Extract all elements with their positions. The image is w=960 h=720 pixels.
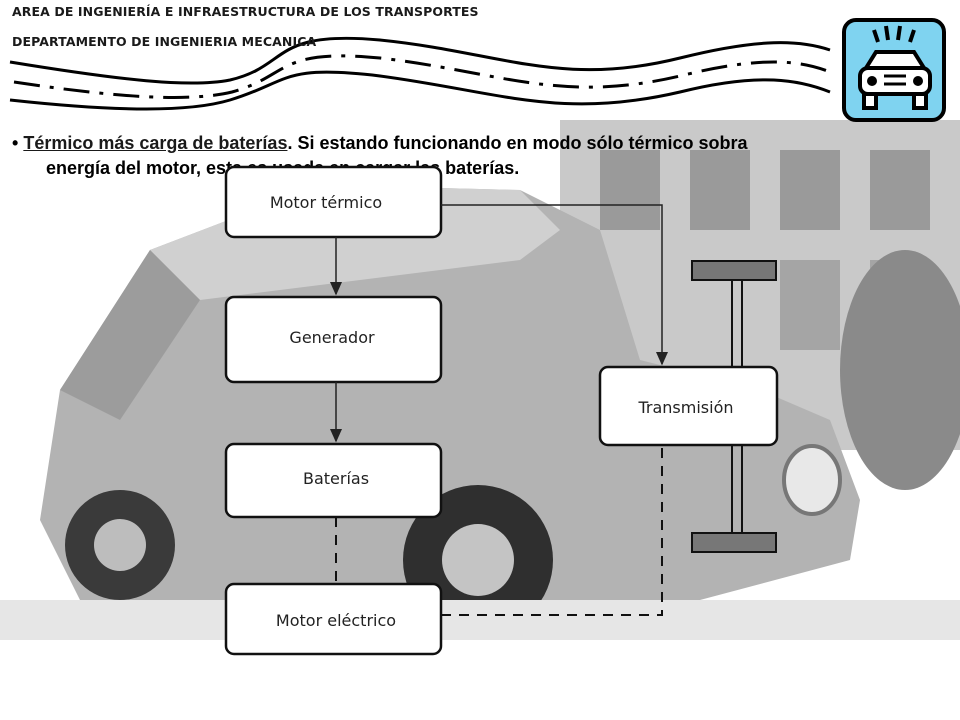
car-front-icon xyxy=(842,18,946,122)
box-transmision: Transmisión xyxy=(598,365,779,447)
label-motor-electrico: Motor eléctrico xyxy=(276,611,396,630)
bullet-text-line1: . Si estando funcionando en modo sólo té… xyxy=(287,133,748,153)
bullet-paragraph: • Térmico más carga de baterías. Si esta… xyxy=(12,131,912,181)
box-baterias: Baterías xyxy=(224,442,443,519)
box-generador: Generador xyxy=(224,295,443,384)
label-generador: Generador xyxy=(289,328,375,347)
arrow-motor-to-transmision xyxy=(441,204,668,366)
header-line-2: DEPARTAMENTO DE INGENIERIA MECANICA xyxy=(12,34,317,49)
bullet-marker: • xyxy=(12,133,19,153)
bullet-title: Térmico más carga de baterías xyxy=(23,133,288,153)
dashed-motor-electrico-to-transmision xyxy=(441,445,663,616)
label-motor-termico: Motor térmico xyxy=(270,193,382,212)
label-baterias: Baterías xyxy=(303,469,369,488)
label-transmision: Transmisión xyxy=(637,398,733,417)
box-motor-electrico: Motor eléctrico xyxy=(224,582,443,656)
box-motor-termico: Motor térmico xyxy=(224,165,443,239)
header-line-1: AREA DE INGENIERÍA E INFRAESTRUCTURA DE … xyxy=(12,4,479,19)
axle-assembly xyxy=(691,260,777,553)
